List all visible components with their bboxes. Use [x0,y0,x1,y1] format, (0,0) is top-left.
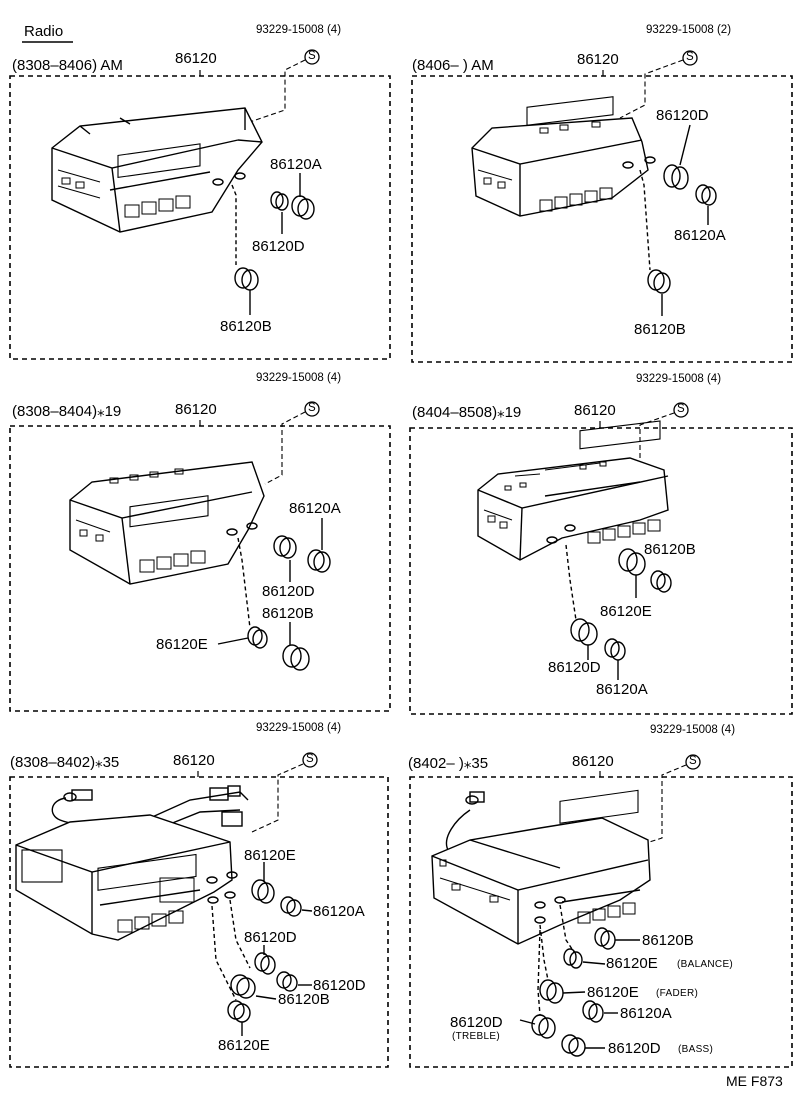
part-label: 86120E [218,1037,270,1054]
date-range: (8402– )⁎35 [408,755,489,772]
part-label: 86120E [600,603,652,620]
panel-2-frame [411,75,793,363]
screw-symbol: S [689,755,697,767]
panel-1-radio [51,107,263,233]
part-label: 86120E [156,636,208,653]
screw-part-number: 93229-15008 (4) [256,372,342,384]
part-label: 86120D [656,107,709,124]
main-part-number: 86120 [572,753,614,770]
part-label: 86120D [313,977,366,994]
screw-part-number: 93229-15008 (4) [650,724,736,736]
part-label: 86120B [644,541,696,558]
panel-4-radio [477,420,669,561]
panel-3-radio [69,461,265,585]
panel-5-radio [15,785,249,941]
date-range: (8308–8404)⁎19 [12,403,122,420]
part-label: 86120A [596,681,648,698]
part-label: 86120E [244,847,296,864]
part-label: 86120A [313,903,365,920]
panel-6-knobs [519,904,640,1057]
part-label: 86120A [620,1005,672,1022]
panel-5-knobs [211,862,313,1036]
part-note: (TREBLE) [452,1031,500,1042]
panel-1-knobs [231,173,315,315]
part-label: 86120B [634,321,686,338]
part-label: 86120A [674,227,726,244]
part-label: 86120B [278,991,330,1008]
screw-part-number: 93229-15008 (2) [646,24,732,36]
part-label: 86120D [548,659,601,676]
screw-part-number: 93229-15008 (4) [636,373,722,385]
part-note: (BALANCE) [677,959,734,970]
part-label: 86120E [587,984,639,1001]
main-part-number: 86120 [173,752,215,769]
panel-2-knobs [639,124,717,316]
part-label: 86120A [270,156,322,173]
part-label: 86120B [262,605,314,622]
part-note: (FADER) [656,988,699,999]
part-label: 86120D [252,238,305,255]
part-label: 86120B [220,318,272,335]
screw-symbol: S [686,51,694,63]
screw-part-number: 93229-15008 (4) [256,24,342,36]
date-range: (8404–8508)⁎19 [412,404,522,421]
panel-5-frame [9,776,389,1068]
screw-symbol: S [306,753,314,765]
screw-part-number: 93229-15008 (4) [256,722,342,734]
panel-6-frame [409,776,793,1068]
main-part-number: 86120 [574,402,616,419]
panel-4-knobs [565,544,672,680]
screw-symbol: S [308,402,316,414]
screw-symbol: S [677,403,685,415]
main-part-number: 86120 [175,50,217,67]
part-label: 86120D [244,929,297,946]
section-title: Radio [24,23,64,40]
footer-code: ME F873 [726,1073,783,1089]
date-range: (8308–8406) AM [12,57,123,74]
screw-symbol: S [308,50,316,62]
part-label: 86120E [606,955,658,972]
part-label: 86120A [289,500,341,517]
panel-3-knobs [217,518,331,671]
part-label: 86120D [608,1040,661,1057]
main-part-number: 86120 [577,51,619,68]
panel-2-radio [471,96,656,217]
panel-6-radio [431,789,651,945]
part-label: 86120D [262,583,315,600]
date-range: (8308–8402)⁎35 [10,754,120,771]
part-label: 86120D [450,1014,503,1031]
main-part-number: 86120 [175,401,217,418]
part-note: (BASS) [678,1044,714,1055]
date-range: (8406– ) AM [412,57,494,74]
part-label: 86120B [642,932,694,949]
